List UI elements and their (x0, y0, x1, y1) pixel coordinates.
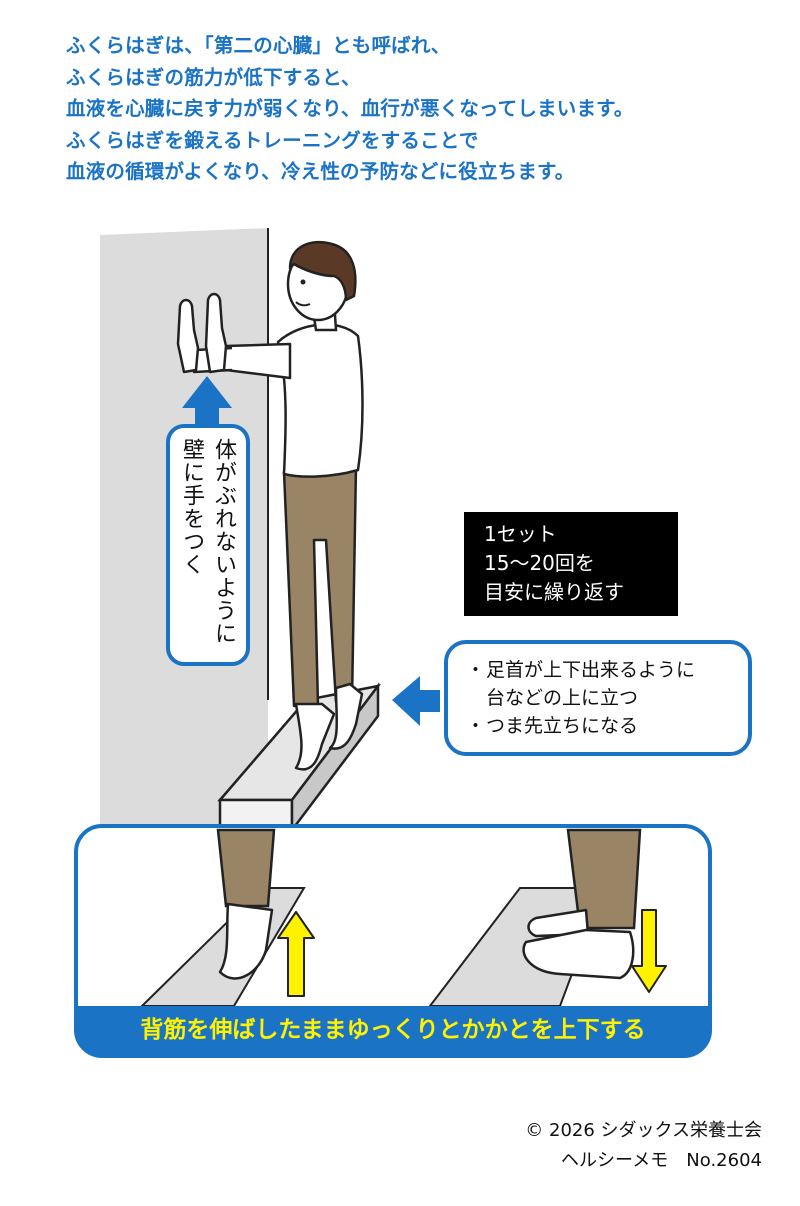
feet (294, 682, 364, 771)
wall-note-line-2: 壁に手をつく (179, 438, 204, 576)
arrow-up-icon (182, 376, 232, 424)
intro-text: ふくらはぎは、「第二の心臓」とも呼ばれ、 ふくらはぎの筋力が低下すると、 血液を… (66, 30, 766, 188)
point-item-2: ・つま先立ちになる (466, 712, 748, 740)
set-box-line-1: 1セット (484, 522, 557, 546)
detail-leg-right (522, 828, 642, 980)
intro-line: 血液を心臓に戻す力が弱くなり、血行が悪くなってしまいます。 (66, 97, 634, 120)
banner-text: 背筋を伸ばしたままゆっくりとかかとを上下する (140, 1017, 646, 1043)
intro-line: ふくらはぎを鍛えるトレーニングをすることで (66, 128, 479, 152)
footer: © 2026 シダックス栄養士会 ヘルシーメモ No.2604 (525, 1116, 762, 1176)
wall-note-box (166, 424, 250, 666)
bullet: ・ (466, 715, 486, 737)
set-box-line-2: 15〜20回を (484, 551, 595, 575)
point-item-1-continued: 台などの上に立つ (466, 684, 748, 712)
detail-leg-left (216, 828, 276, 980)
torso (276, 323, 364, 478)
arrow-down-yellow-icon (631, 909, 667, 993)
wall-note-line-1: 体がぶれないように (211, 438, 236, 645)
head (286, 240, 357, 332)
point-item-1-line-2: 台などの上に立つ (486, 687, 639, 709)
point-item-2-text: つま先立ちになる (486, 715, 639, 737)
point-item-1: ・足首が上下出来るように (466, 656, 748, 684)
wall-note: 体がぶれないように 壁に手をつく (176, 438, 238, 660)
banner-bar (76, 1006, 710, 1056)
intro-line: ふくらはぎは、「第二の心臓」とも呼ばれ、 (66, 34, 451, 57)
memo-number: ヘルシーメモ No.2604 (561, 1150, 762, 1171)
bullet: ・ (466, 659, 486, 681)
hands (176, 292, 228, 374)
point-item-1-line-1: 足首が上下出来るように (486, 659, 696, 681)
intro-line: ふくらはぎの筋力が低下すると、 (66, 65, 361, 89)
pants (282, 464, 358, 708)
arrow-up-yellow-icon (277, 911, 315, 997)
copyright: © 2026 シダックス栄養士会 (525, 1120, 762, 1141)
intro-line: 血液の循環がよくなり、冷え性の予防などに役立ちます。 (66, 160, 575, 183)
points-box: ・足首が上下出来るように 台などの上に立つ ・つま先立ちになる (444, 640, 752, 756)
arrow-left-icon (392, 676, 440, 726)
set-box: 1セット 15〜20回を 目安に繰り返す (464, 512, 678, 616)
set-box-line-3: 目安に繰り返す (484, 580, 624, 604)
